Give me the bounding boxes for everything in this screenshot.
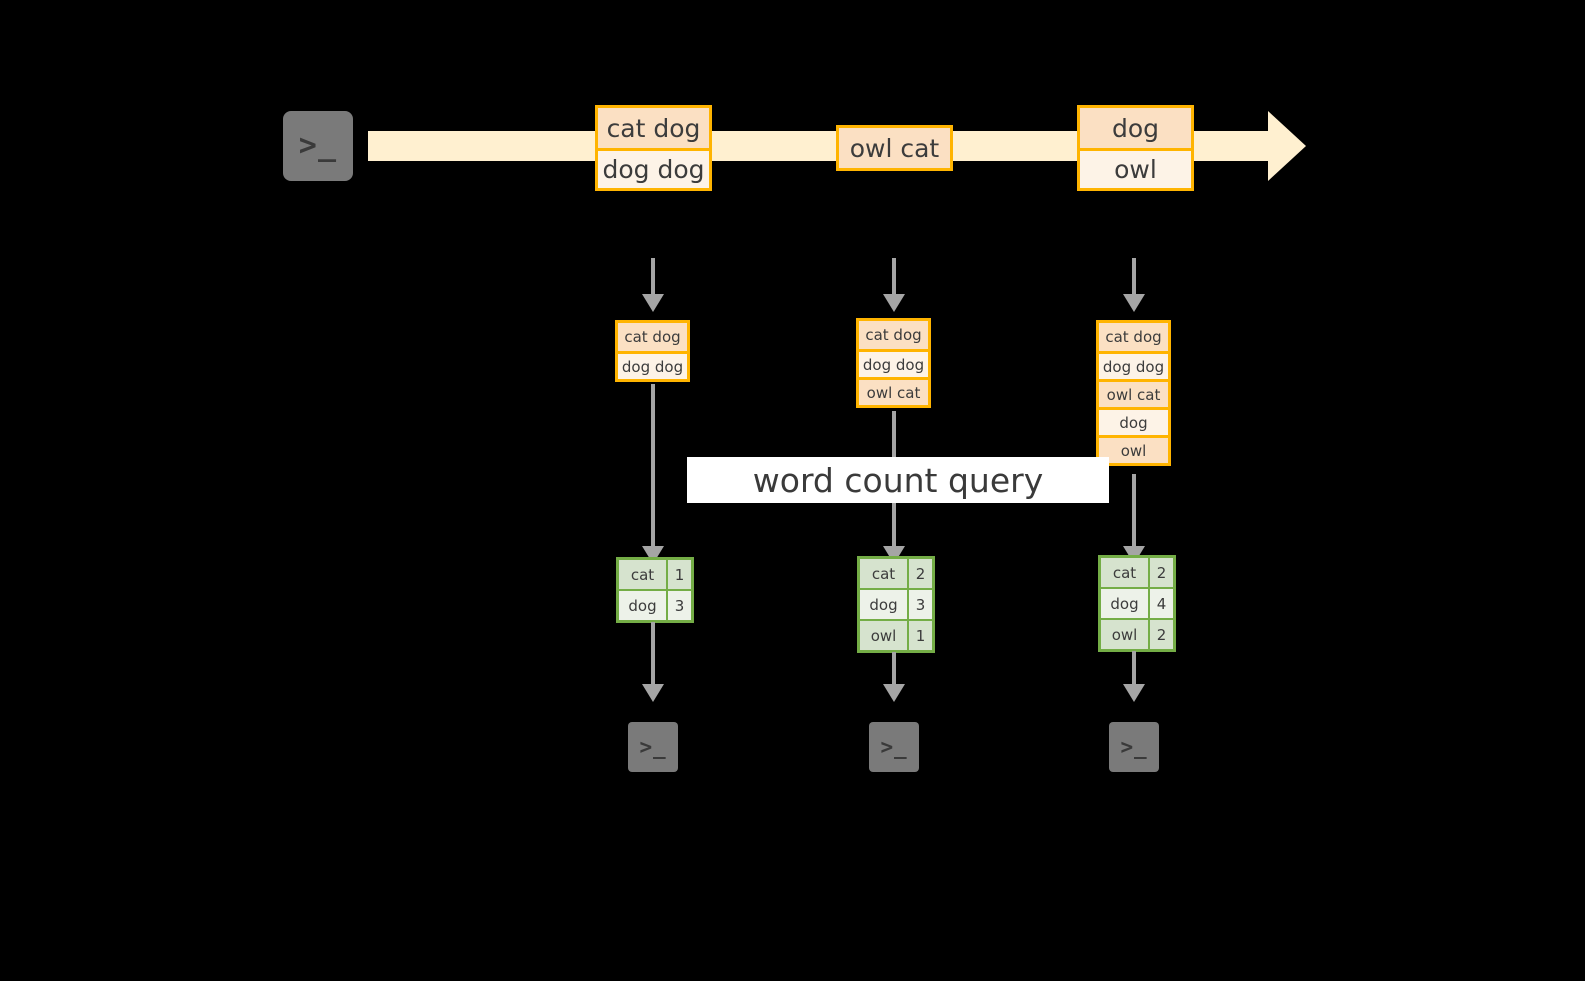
terminal-prompt-icon: >_ <box>880 734 908 759</box>
accumulated-stack-1[interactable]: cat dog dog dog <box>615 320 690 382</box>
consumer-terminal-1[interactable]: >_ <box>620 714 686 780</box>
result-count: 3 <box>907 590 932 619</box>
query-banner: word count query <box>687 457 1109 503</box>
table-row: dog 4 <box>1101 587 1173 618</box>
stack-to-result-line-3 <box>1132 474 1136 548</box>
result-word: dog <box>1101 589 1148 618</box>
stream-to-stack-arrowhead-1 <box>642 294 664 312</box>
stack-line: dog dog <box>859 349 928 377</box>
consumer-terminal-3[interactable]: >_ <box>1101 714 1167 780</box>
result-to-terminal-line-2 <box>892 652 896 686</box>
result-table-2[interactable]: cat 2 dog 3 owl 1 <box>857 556 935 653</box>
result-to-terminal-arrowhead-1 <box>642 684 664 702</box>
stack-line: dog dog <box>618 351 687 379</box>
stream-record-1[interactable]: cat dog dog dog <box>595 105 712 191</box>
result-word: cat <box>1101 558 1148 587</box>
producer-terminal[interactable]: >_ <box>275 103 361 189</box>
result-count: 4 <box>1148 589 1173 618</box>
stack-line: cat dog <box>859 321 928 349</box>
table-row: dog 3 <box>619 589 691 620</box>
result-count: 2 <box>1148 620 1173 649</box>
stack-line: owl cat <box>1099 379 1168 407</box>
result-count: 1 <box>907 621 932 650</box>
result-word: dog <box>619 591 666 620</box>
terminal-prompt-icon: >_ <box>1120 734 1148 759</box>
stack-line: cat dog <box>1099 323 1168 351</box>
result-word: cat <box>860 559 907 588</box>
stream-to-stack-arrowhead-2 <box>883 294 905 312</box>
stream-to-stack-line-3 <box>1132 258 1136 296</box>
record-line: owl cat <box>839 128 950 168</box>
record-line: owl <box>1080 148 1191 188</box>
result-count: 2 <box>1148 558 1173 587</box>
stack-line: dog dog <box>1099 351 1168 379</box>
table-row: owl 1 <box>860 619 932 650</box>
table-row: cat 2 <box>860 559 932 588</box>
record-line: cat dog <box>598 108 709 148</box>
query-banner-label: word count query <box>752 460 1044 500</box>
record-line: dog <box>1080 108 1191 148</box>
stream-to-stack-arrowhead-3 <box>1123 294 1145 312</box>
accumulated-stack-2[interactable]: cat dog dog dog owl cat <box>856 318 931 408</box>
result-word: cat <box>619 560 666 589</box>
result-to-terminal-line-3 <box>1132 651 1136 686</box>
terminal-prompt-icon: >_ <box>298 128 338 163</box>
stack-line: owl cat <box>859 377 928 405</box>
result-word: dog <box>860 590 907 619</box>
result-count: 2 <box>907 559 932 588</box>
result-to-terminal-arrowhead-3 <box>1123 684 1145 702</box>
result-count: 1 <box>666 560 691 589</box>
table-row: owl 2 <box>1101 618 1173 649</box>
accumulated-stack-3[interactable]: cat dog dog dog owl cat dog owl <box>1096 320 1171 466</box>
result-word: owl <box>1101 620 1148 649</box>
stream-record-2[interactable]: owl cat <box>836 125 953 171</box>
table-row: cat 2 <box>1101 558 1173 587</box>
stream-record-3[interactable]: dog owl <box>1077 105 1194 191</box>
stack-to-result-line-1 <box>651 384 655 548</box>
stack-line: owl <box>1099 435 1168 463</box>
terminal-prompt-icon: >_ <box>639 734 667 759</box>
stream-to-stack-line-1 <box>651 258 655 296</box>
result-to-terminal-arrowhead-2 <box>883 684 905 702</box>
table-row: cat 1 <box>619 560 691 589</box>
stack-line: cat dog <box>618 323 687 351</box>
stream-to-stack-line-2 <box>892 258 896 296</box>
record-line: dog dog <box>598 148 709 188</box>
stream-arrowhead <box>1268 111 1306 181</box>
result-table-3[interactable]: cat 2 dog 4 owl 2 <box>1098 555 1176 652</box>
table-row: dog 3 <box>860 588 932 619</box>
stack-line: dog <box>1099 407 1168 435</box>
result-to-terminal-line-1 <box>651 622 655 686</box>
consumer-terminal-2[interactable]: >_ <box>861 714 927 780</box>
result-count: 3 <box>666 591 691 620</box>
result-table-1[interactable]: cat 1 dog 3 <box>616 557 694 623</box>
result-word: owl <box>860 621 907 650</box>
